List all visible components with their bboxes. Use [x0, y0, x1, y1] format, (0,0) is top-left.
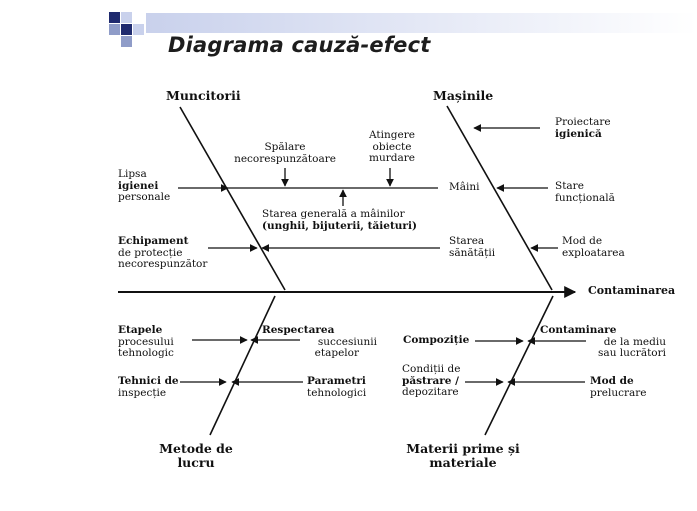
cause-line: depozitare — [402, 386, 459, 398]
cause-line: Contaminare — [540, 324, 617, 336]
cause-line: murdare — [369, 152, 415, 164]
cause-line: Mod de — [562, 235, 603, 247]
category-metode-de-lucru: Metode de lucru — [148, 442, 244, 470]
cause-line: Respectarea — [262, 324, 335, 336]
cause-line: necorespunzătoare — [234, 152, 336, 165]
bone-metode — [209, 295, 276, 436]
cause-maini: Mâini — [449, 181, 480, 193]
category-materii-prime: Materii prime și materiale — [393, 442, 533, 470]
cause-line: funcțională — [555, 191, 615, 204]
page-title: Diagrama cauză-efect — [168, 33, 431, 57]
cause-line: de protecție — [118, 246, 183, 259]
decorative-square-mid — [109, 24, 120, 35]
cause-line: necorespunzător — [118, 258, 208, 270]
cause-line: Echipament — [118, 235, 189, 247]
category-line: materiale — [429, 455, 497, 470]
decorative-square-light — [121, 12, 132, 23]
bone-muncitorii — [179, 106, 286, 291]
cause-starea-sanatatii: Starea sănătății — [449, 235, 496, 259]
cause-line: igienică — [555, 127, 602, 140]
cause-starea-generala: Starea generală a mâinilor (unghii, biju… — [262, 208, 417, 232]
cause-lipsa-igienei: Lipsa igienei personale — [118, 168, 171, 204]
cause-line: procesului — [118, 335, 174, 348]
cause-line: Tehnici de — [118, 375, 179, 387]
cause-line: Atingere — [369, 129, 415, 141]
cause-conditii: Condiții de păstrare / depozitare — [402, 363, 461, 399]
cause-line: exploatarea — [562, 246, 625, 259]
cause-line: Mod de — [590, 375, 634, 387]
cause-line: Etapele — [118, 324, 163, 336]
title-gradient-bar — [146, 13, 697, 33]
cause-line: Parametri — [307, 375, 366, 387]
decorative-square-dark — [109, 12, 120, 23]
cause-line: tehnologici — [307, 386, 367, 399]
cause-line: Spălare — [264, 141, 306, 153]
cause-line: sau lucrători — [598, 347, 666, 359]
cause-mod-exploatare: Mod de exploatarea — [562, 235, 625, 259]
cause-line: de la mediu — [603, 335, 666, 348]
category-masinile: Mașinile — [433, 88, 494, 103]
cause-line: Starea generală a mâinilor — [262, 208, 405, 220]
bone-masinile — [446, 105, 553, 291]
cause-line: personale — [118, 191, 171, 203]
cause-compozitie: Compoziție — [403, 334, 470, 346]
cause-line: inspecție — [118, 386, 167, 399]
cause-etapele: Etapele procesului tehnologic — [118, 324, 174, 360]
decorative-square-dark — [121, 24, 132, 35]
cause-stare-functionala: Stare funcțională — [555, 180, 615, 204]
cause-line: păstrare / — [402, 374, 459, 387]
cause-line: tehnologic — [118, 347, 174, 359]
decorative-square-mid — [121, 36, 132, 47]
cause-line: Lipsa — [118, 168, 147, 180]
cause-atingere: Atingere obiecte murdare — [362, 129, 422, 165]
category-line: lucru — [177, 455, 215, 470]
category-line: Metode de — [159, 441, 233, 456]
cause-proiectare: Proiectare igienică — [555, 116, 611, 140]
cause-mod-prelucrare: Mod de prelucrare — [590, 375, 647, 399]
cause-line: Proiectare — [555, 116, 611, 128]
decorative-square-light — [133, 24, 144, 35]
cause-contaminare-mediu: Contaminare de la mediu sau lucrători — [540, 324, 666, 360]
cause-echipament: Echipament de protecție necorespunzător — [118, 235, 208, 271]
cause-tehnici: Tehnici de inspecție — [118, 375, 179, 399]
category-muncitorii: Muncitorii — [166, 88, 241, 103]
cause-line: succesiunii — [317, 335, 377, 348]
cause-line: igienei — [118, 179, 159, 192]
cause-line: prelucrare — [590, 386, 647, 399]
category-line: Materii prime și — [406, 441, 520, 456]
cause-line: obiecte — [372, 140, 412, 153]
cause-respectarea: Respectarea succesiunii etapelor — [262, 324, 377, 360]
cause-line: (unghii, bijuterii, tăieturi) — [262, 219, 417, 232]
cause-line: Stare — [555, 180, 584, 192]
bone-materii — [484, 295, 554, 436]
effect-label: Contaminarea — [588, 284, 676, 297]
cause-line: Condiții de — [402, 363, 461, 375]
cause-spalare: Spălare necorespunzătoare — [226, 141, 344, 165]
cause-line: etapelor — [314, 347, 359, 359]
cause-line: sănătății — [449, 246, 496, 259]
cause-line: Starea — [449, 235, 485, 247]
cause-parametri: Parametri tehnologici — [307, 375, 367, 399]
